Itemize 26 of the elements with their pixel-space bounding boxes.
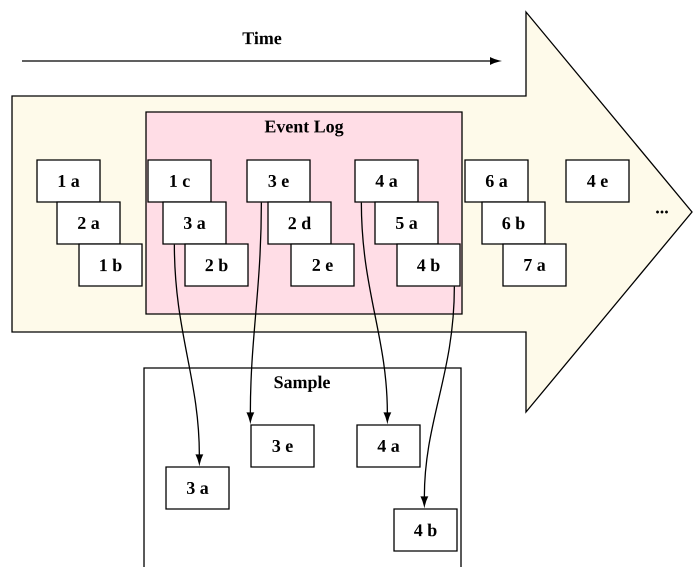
event-box: 4 b bbox=[393, 508, 458, 552]
event-box: 1 a bbox=[36, 159, 101, 203]
event-box: 5 a bbox=[374, 201, 439, 245]
event-box: 1 c bbox=[147, 159, 212, 203]
arrow bbox=[174, 244, 203, 464]
event-box: 6 b bbox=[481, 201, 546, 245]
event-box: 7 a bbox=[502, 243, 567, 287]
event-box: 3 a bbox=[162, 201, 227, 245]
event-box: 6 a bbox=[464, 159, 529, 203]
arrow bbox=[360, 202, 391, 422]
event-box: 2 d bbox=[267, 201, 332, 245]
event-box: 4 e bbox=[565, 159, 630, 203]
event-box: 4 b bbox=[396, 243, 461, 287]
event-box: 2 a bbox=[56, 201, 121, 245]
arrow bbox=[246, 202, 262, 422]
event-box: 2 b bbox=[184, 243, 249, 287]
event-box: 4 a bbox=[354, 159, 419, 203]
event-box: 2 e bbox=[290, 243, 355, 287]
event-box: 3 a bbox=[165, 466, 230, 510]
event-box: 3 e bbox=[250, 424, 315, 468]
axis-label: Time bbox=[242, 32, 282, 44]
ellipsis: ... bbox=[656, 210, 668, 214]
event-box: 4 a bbox=[356, 424, 421, 468]
event-box: 1 b bbox=[78, 243, 143, 287]
arrow bbox=[420, 286, 455, 506]
event-box: 3 e bbox=[246, 159, 311, 203]
